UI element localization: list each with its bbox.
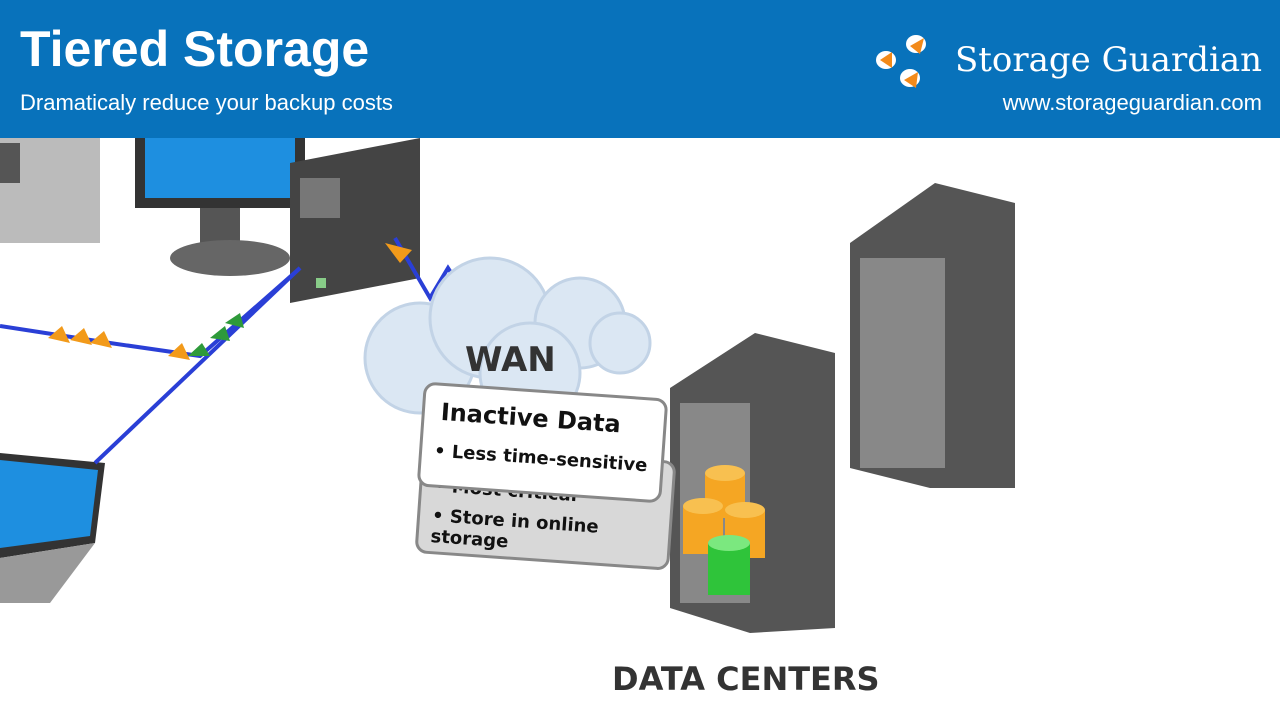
server-left-icon	[0, 138, 100, 243]
datacenter-label: DATA CENTERS	[612, 660, 880, 698]
network-illustration	[0, 138, 1015, 633]
laptop-icon	[0, 453, 105, 603]
page-title: Tiered Storage	[20, 21, 370, 77]
bubble-item: • Less time-sensitive	[433, 440, 649, 477]
storage-cylinders	[683, 465, 765, 595]
bubble-title: Inactive Data	[439, 397, 622, 439]
cloud-label: WAN	[465, 340, 556, 380]
server-rack-front-icon	[670, 333, 835, 633]
header-banner: Tiered Storage Dramaticaly reduce your b…	[0, 0, 1280, 138]
server-rack-back-icon	[850, 183, 1015, 488]
desktop-tower-icon	[290, 138, 420, 303]
page-subtitle: Dramaticaly reduce your backup costs	[20, 90, 393, 115]
brand-logo-icon	[876, 35, 926, 88]
inactive-data-bubble: Inactive Data • Less time-sensitive	[416, 381, 669, 504]
bubble-item: • Store in online storage	[429, 505, 600, 553]
monitor-icon	[135, 138, 305, 276]
brand-name: Storage Guardian	[954, 40, 1262, 80]
brand-url[interactable]: www.storageguardian.com	[1002, 90, 1262, 115]
